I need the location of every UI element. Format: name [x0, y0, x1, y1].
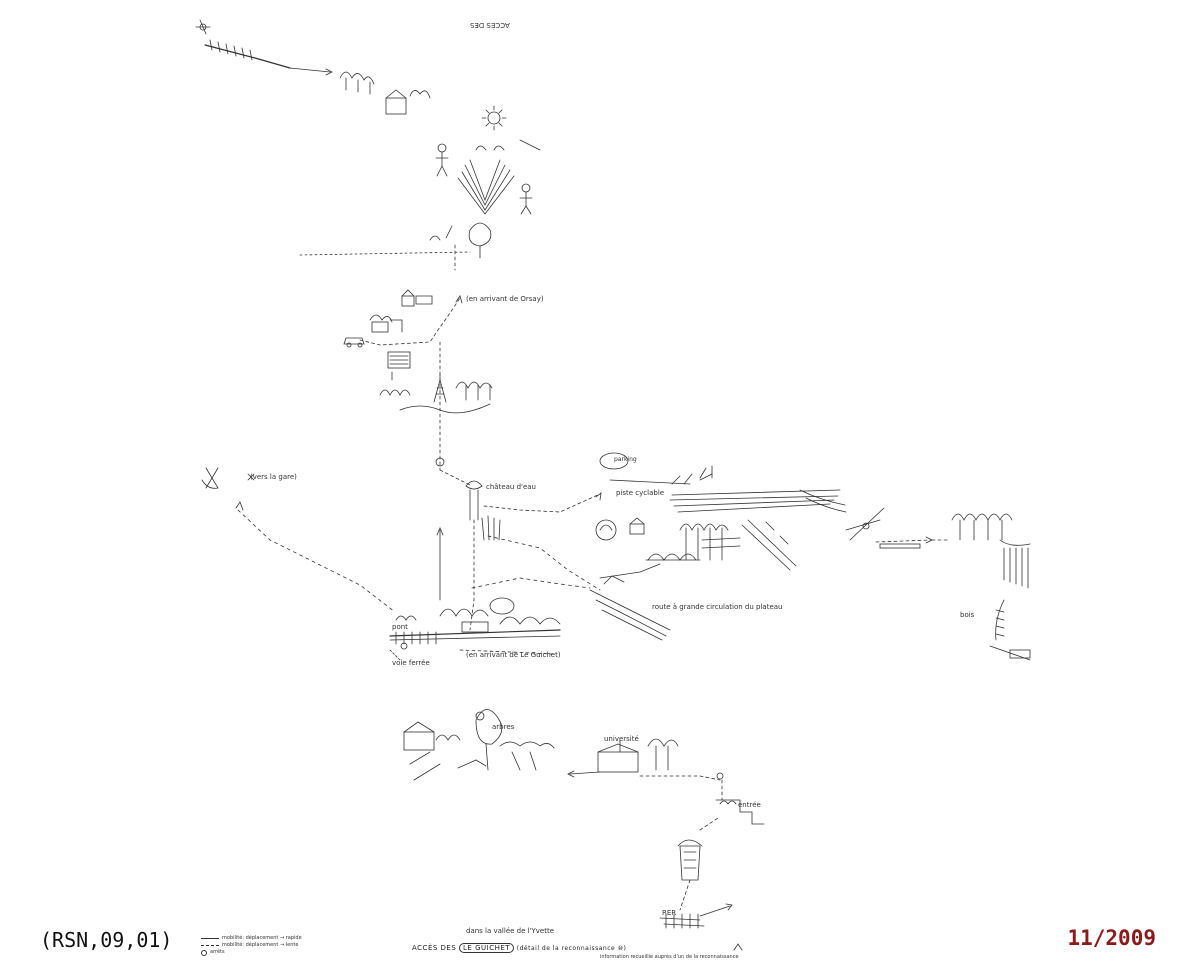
legend: mobilité: déplacement → rapide mobilité:…	[201, 935, 302, 956]
parking-label: parking	[614, 456, 637, 463]
reference-code: (RSN,09,01)	[40, 928, 173, 952]
title-place: LE GUICHET	[459, 943, 515, 953]
bottom-route-sketch	[403, 709, 765, 951]
date-label: 11/2009	[1067, 926, 1156, 950]
circle-icon	[201, 949, 207, 956]
cycles-label: piste cyclable	[616, 489, 665, 497]
title-note-below: information recueillie auprès d'un de la…	[600, 954, 739, 960]
title-prefix: ACCÈS DES	[412, 944, 457, 952]
title-suffix: (détail de la reconnaissance ⑩)	[516, 945, 627, 952]
top-title-annotation: ACCÈS DES	[470, 21, 510, 29]
dashed-arrow-icon	[201, 945, 219, 946]
legend-label: mobilité: déplacement → lente	[222, 942, 299, 948]
middle-upper-route	[343, 289, 493, 471]
solid-arrow-icon	[201, 938, 219, 939]
rer-label: RER	[662, 909, 677, 917]
legend-label: arrêts	[210, 949, 225, 955]
universite-label: université	[604, 735, 639, 743]
pont-label: pont	[392, 623, 408, 631]
drawing-title: ACCÈS DES LE GUICHET (détail de la recon…	[412, 943, 627, 953]
legend-item-slow: mobilité: déplacement → lente	[201, 942, 302, 949]
bois-label: bois	[960, 611, 975, 619]
vers-orsay-label: (en arrivant de Orsay)	[466, 295, 544, 303]
legend-label: mobilité: déplacement → rapide	[222, 935, 302, 941]
voie-ferree-label: voie ferrée	[392, 659, 430, 667]
route-plateau-label: route à grande circulation du plateau	[652, 603, 783, 611]
title-note-above: dans la vallée de l'Yvette	[466, 927, 555, 935]
top-route-sketch	[195, 19, 541, 271]
legend-item-stops: arrêts	[201, 949, 302, 956]
chateau-eau-label: château d'eau	[486, 483, 536, 491]
legend-item-fast: mobilité: déplacement → rapide	[201, 935, 302, 942]
vers-guichet-label: (en arrivant de Le Guichet)	[466, 651, 561, 659]
middle-route-network	[201, 452, 1031, 661]
vers-gare-label: (vers la gare)	[250, 473, 297, 481]
arbres-label: arbres	[492, 723, 515, 731]
entree-label: entrée	[738, 801, 761, 809]
